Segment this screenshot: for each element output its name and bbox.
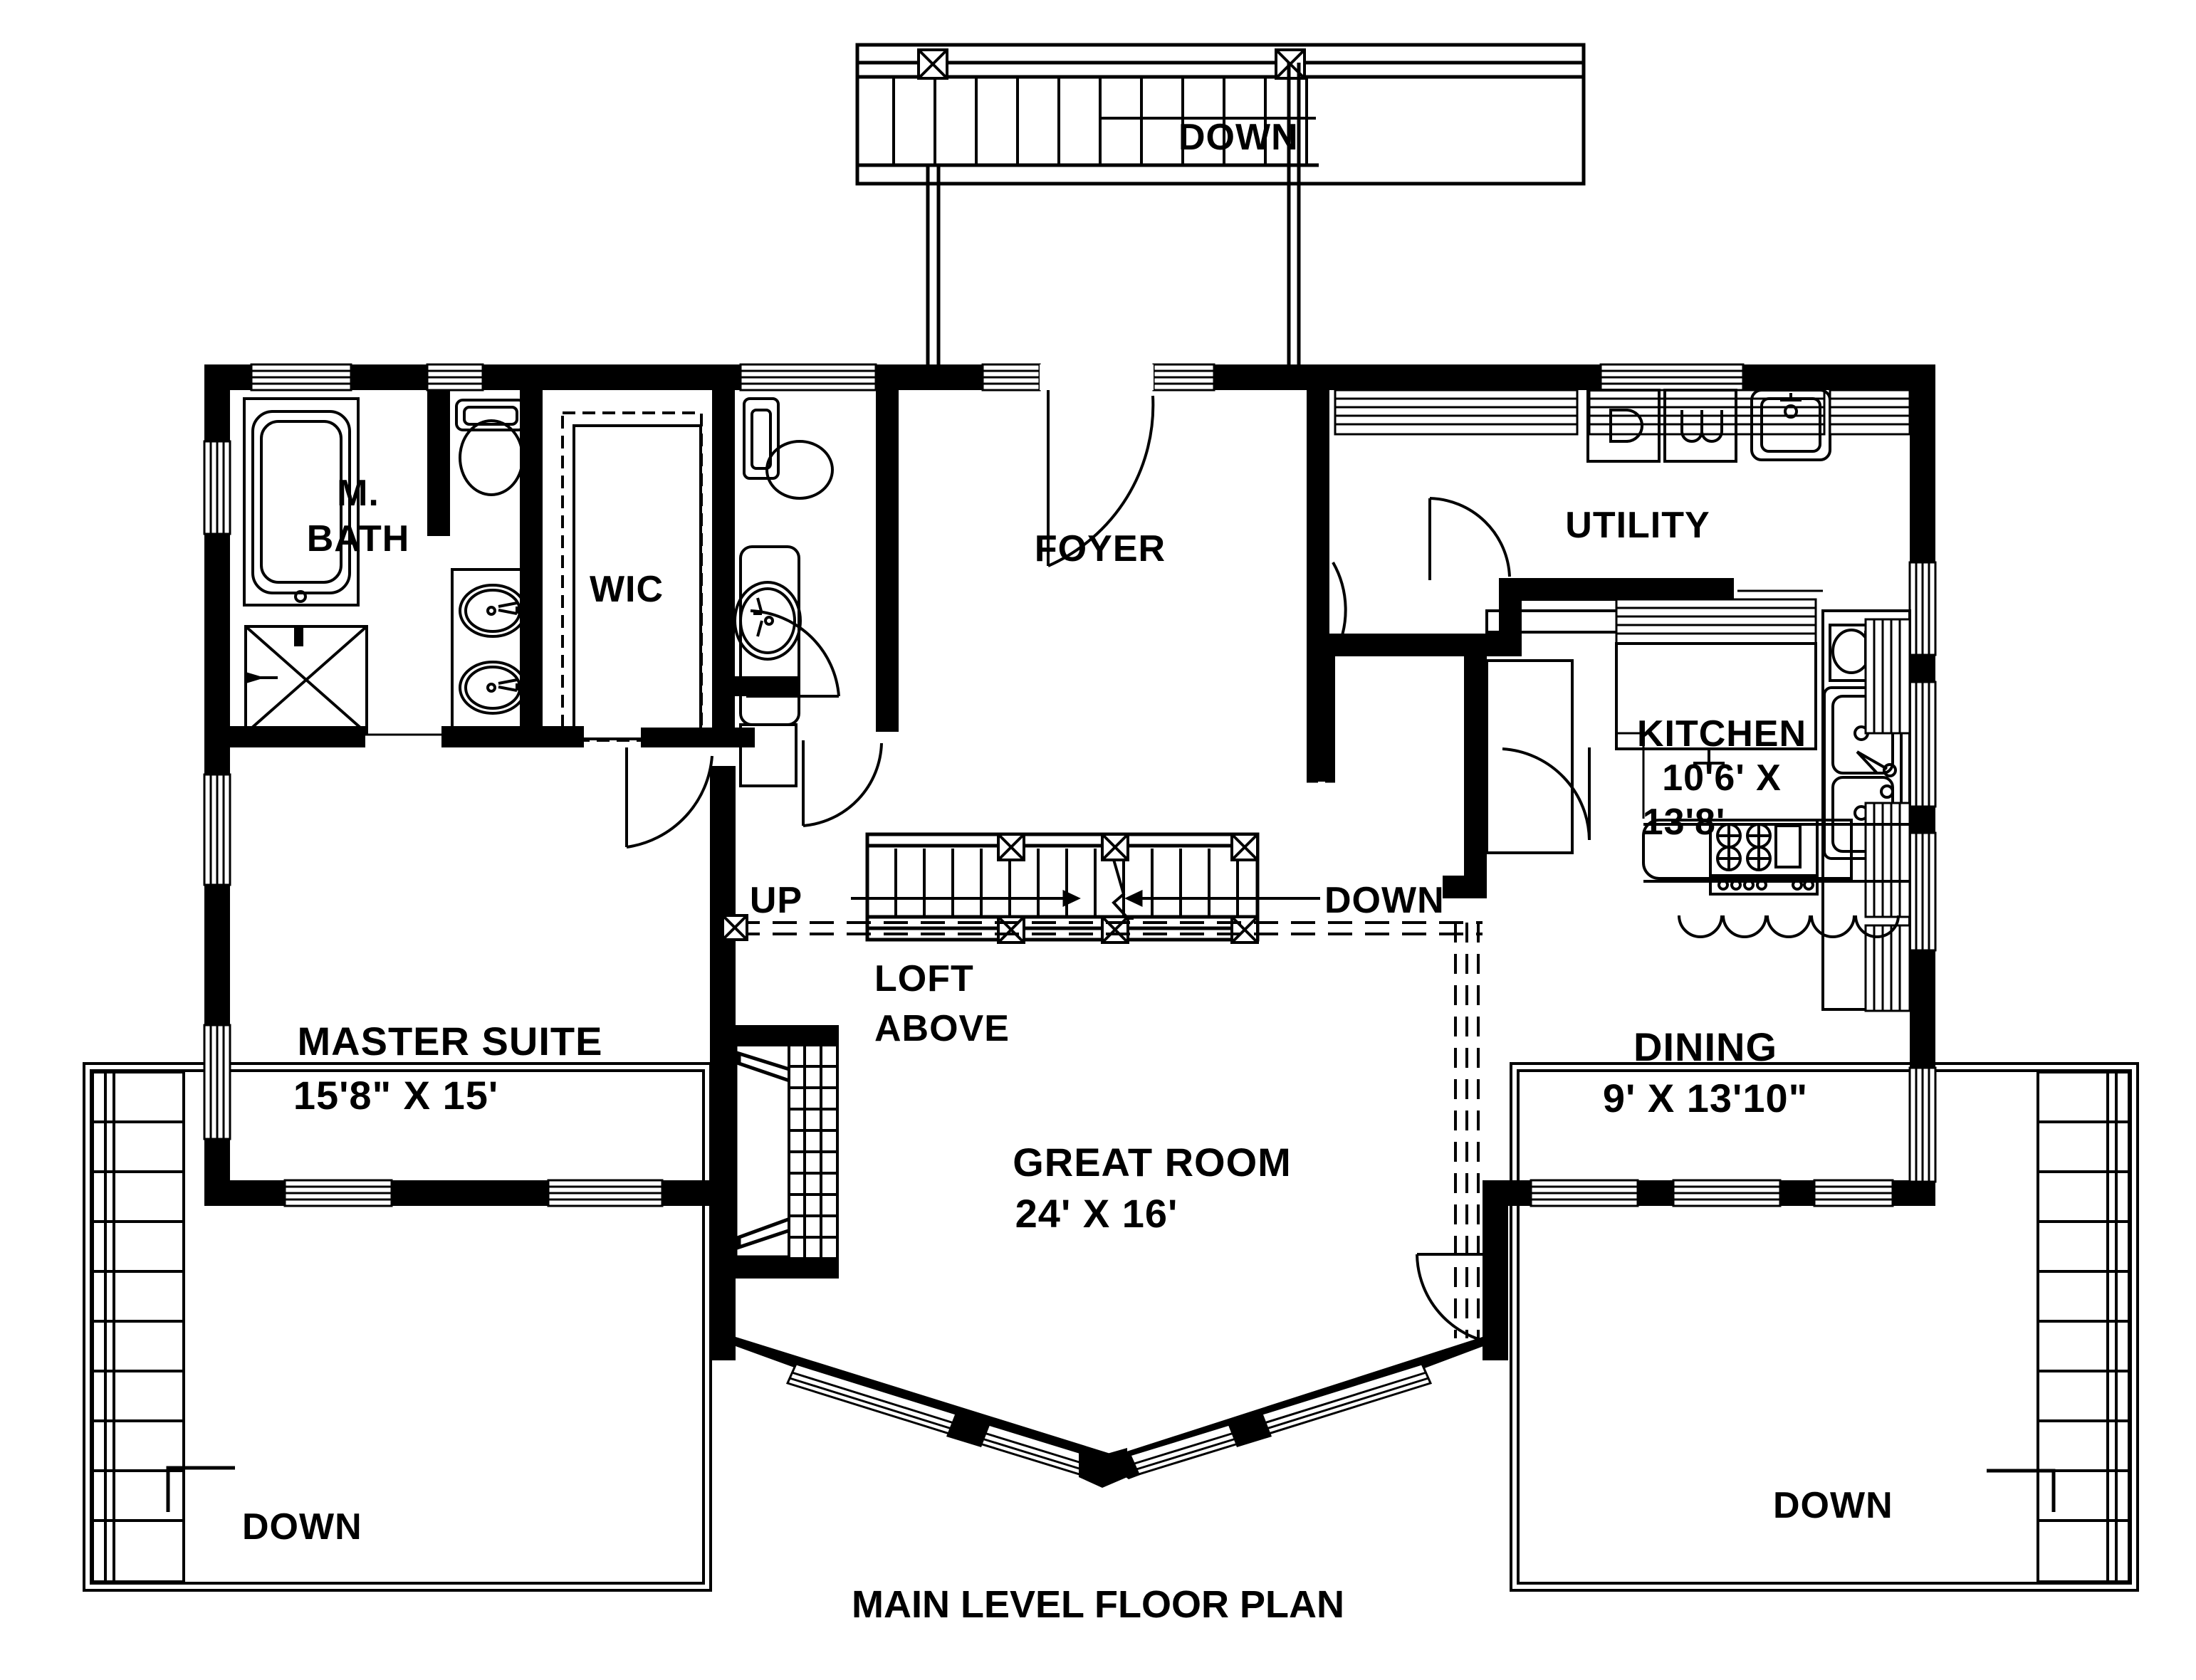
room-label-master-suite: MASTER SUITE — [298, 1019, 603, 1064]
room-dims-master-suite: 15'8" X 15' — [293, 1073, 498, 1118]
loft-above-outline — [736, 921, 1483, 935]
sheet-caption: MAIN LEVEL FLOOR PLAN — [852, 1583, 1344, 1626]
room-dims-kitchen-line2: 13'8' — [1643, 802, 1726, 843]
room-label-dining: DINING — [1633, 1024, 1777, 1069]
windows — [203, 363, 1937, 1488]
room-dims-kitchen-line1: 10'6' X — [1662, 757, 1782, 799]
room-label-foyer: FOYER — [1035, 528, 1166, 569]
room-dims-dining: 9' X 13'10" — [1603, 1076, 1808, 1120]
room-label-master-bath-line1: M. — [337, 473, 380, 514]
utility-sill-mark — [1307, 589, 1823, 783]
deck-label-down-left: DOWN — [242, 1506, 362, 1548]
stair-label-down-top: DOWN — [1178, 117, 1299, 158]
interior-walls — [230, 390, 1734, 1360]
stair-label-down-center: DOWN — [1324, 880, 1445, 921]
room-label-utility: UTILITY — [1565, 505, 1710, 546]
stair-label-up: UP — [750, 880, 802, 921]
doors — [625, 390, 1591, 1345]
room-label-loft: LOFT — [874, 958, 974, 999]
utility-fixtures — [1334, 389, 1911, 463]
deck-left — [83, 1062, 712, 1592]
deck-label-down-right: DOWN — [1773, 1485, 1893, 1526]
entry-stair-top — [855, 43, 1586, 364]
room-label-loft-above: ABOVE — [874, 1008, 1010, 1049]
fireplace — [733, 1025, 839, 1279]
room-dims-great-room: 24' X 16' — [1015, 1191, 1178, 1236]
deck-right — [1510, 1062, 2139, 1592]
room-label-wic: WIC — [590, 569, 664, 610]
loft-above-vertical — [1454, 923, 1480, 1338]
room-label-kitchen: KITCHEN — [1637, 713, 1807, 755]
loft-newel-left — [721, 914, 748, 941]
master-sill-marks — [413, 1189, 527, 1197]
master-bath-fixtures — [243, 397, 539, 735]
room-label-great-room: GREAT ROOM — [1013, 1140, 1292, 1185]
wic-closet-outline — [572, 424, 702, 740]
central-stair — [851, 832, 1320, 944]
room-label-master-bath-line2: BATH — [307, 518, 410, 560]
powder-bath-fixtures — [733, 397, 834, 787]
kitchen-fixtures — [1485, 598, 1911, 1012]
